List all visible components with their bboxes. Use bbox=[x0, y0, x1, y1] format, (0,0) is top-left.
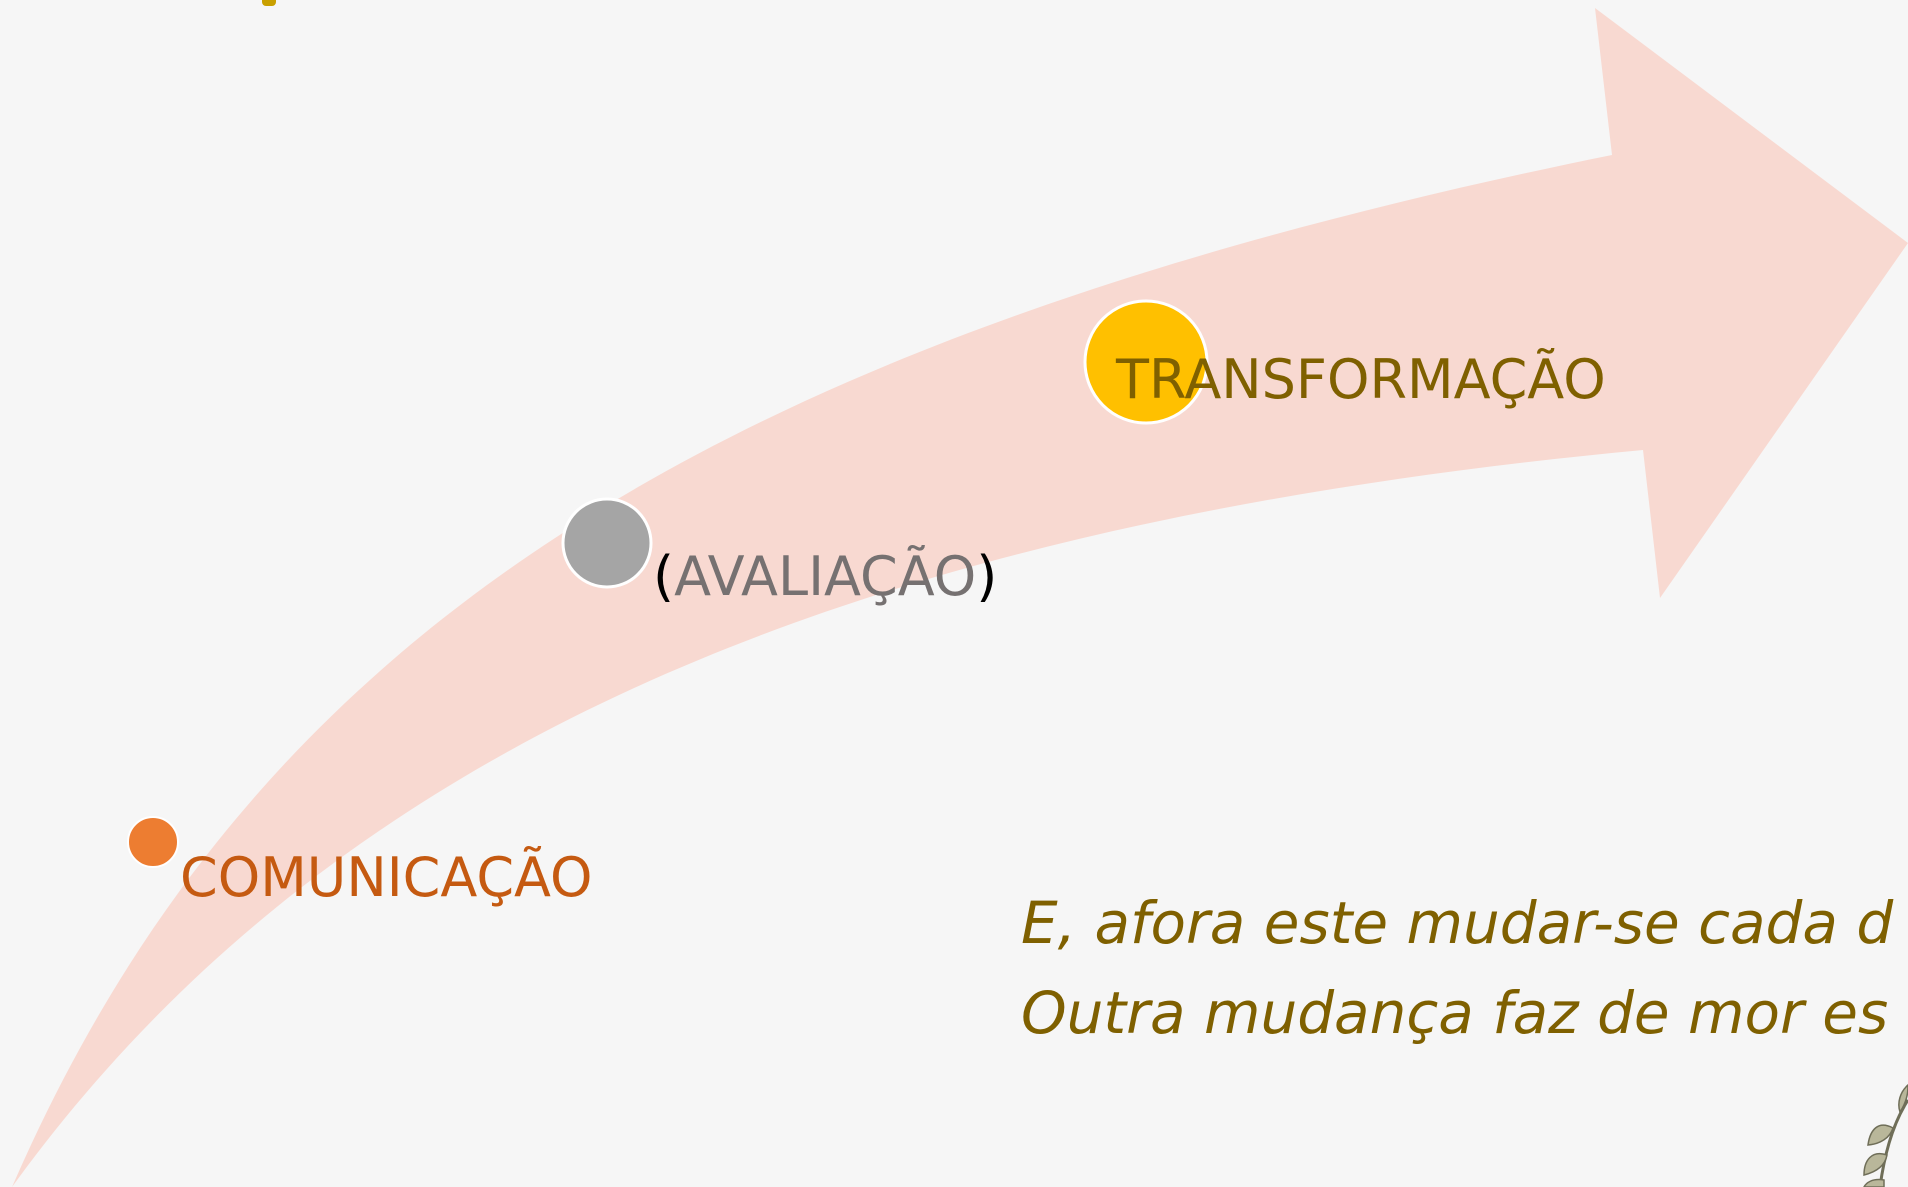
leaf-decoration-icon bbox=[1863, 1084, 1908, 1187]
curved-arrow-shape bbox=[12, 8, 1908, 1187]
milestone-label-avaliacao-text: AVALIAÇÃO bbox=[674, 545, 976, 608]
milestone-comunicacao: COMUNICAÇÃO bbox=[127, 816, 593, 909]
milestone-dot-transformacao bbox=[1083, 299, 1209, 425]
quote-line-2: Outra mudança faz de mor es bbox=[1021, 979, 1888, 1047]
milestone-transformacao: TRANSFORMAÇÃO bbox=[1083, 299, 1606, 425]
milestone-label-transformacao: TRANSFORMAÇÃO bbox=[1115, 348, 1606, 411]
milestone-dot-avaliacao bbox=[561, 497, 653, 589]
milestone-label-comunicacao: COMUNICAÇÃO bbox=[180, 846, 593, 909]
top-accent-mark bbox=[262, 0, 276, 6]
close-paren: ) bbox=[976, 545, 997, 608]
milestone-label-avaliacao: (AVALIAÇÃO) bbox=[653, 545, 997, 608]
milestone-dot-comunicacao bbox=[127, 816, 179, 868]
quote-line-1: E, afora este mudar-se cada d bbox=[1021, 889, 1894, 957]
milestone-avaliacao: (AVALIAÇÃO) bbox=[561, 497, 997, 608]
open-paren: ( bbox=[653, 545, 674, 608]
